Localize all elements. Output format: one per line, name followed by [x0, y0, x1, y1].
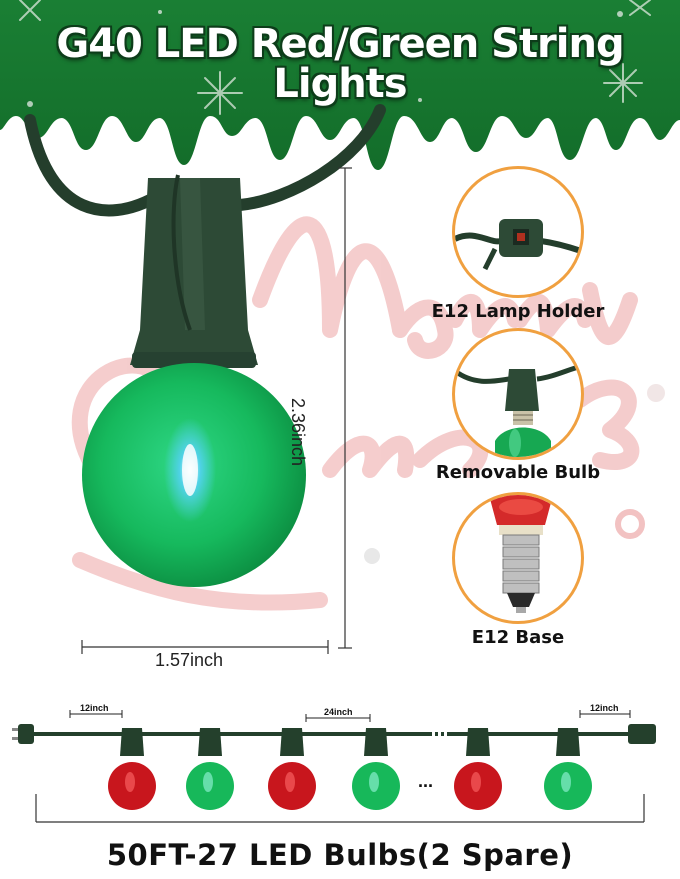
string-lights-strand: [12, 710, 656, 823]
strand-bulb-green: [544, 728, 592, 810]
strand-bulb-red: [108, 728, 156, 810]
lamp-holder-icon: [455, 219, 581, 271]
male-plug: [12, 724, 34, 744]
strand-bulb-green: [352, 728, 400, 810]
page-title: G40 LED Red/Green String Lights: [56, 21, 624, 107]
spacing-right-label: 12inch: [590, 703, 619, 713]
e12-base-icon: [489, 495, 553, 613]
e12-base-label: E12 Base: [471, 627, 565, 648]
width-dimension-label: 1.57inch: [155, 650, 224, 670]
spacing-middle-label: 24inch: [324, 707, 353, 717]
strand-bulb-red: [454, 728, 502, 810]
e12-base-detail: [452, 492, 584, 624]
removable-bulb-detail: [452, 328, 584, 460]
header-banner: [0, 0, 680, 170]
product-caption: 50FT-27 LED Bulbs(2 Spare): [106, 838, 574, 872]
strand-bulb-green: [186, 728, 234, 810]
removable-bulb-label: Removable Bulb: [435, 462, 601, 483]
height-dimension-label: 2.36inch: [288, 398, 308, 467]
spacing-left-label: 12inch: [80, 703, 109, 713]
lamp-holder-detail: [452, 166, 584, 298]
strand-ellipsis: ...: [418, 771, 434, 791]
female-plug: [628, 724, 656, 744]
strand-bulb-red: [268, 728, 316, 810]
removable-bulb-icon: [455, 363, 581, 457]
lamp-holder-label: E12 Lamp Holder: [431, 301, 605, 322]
